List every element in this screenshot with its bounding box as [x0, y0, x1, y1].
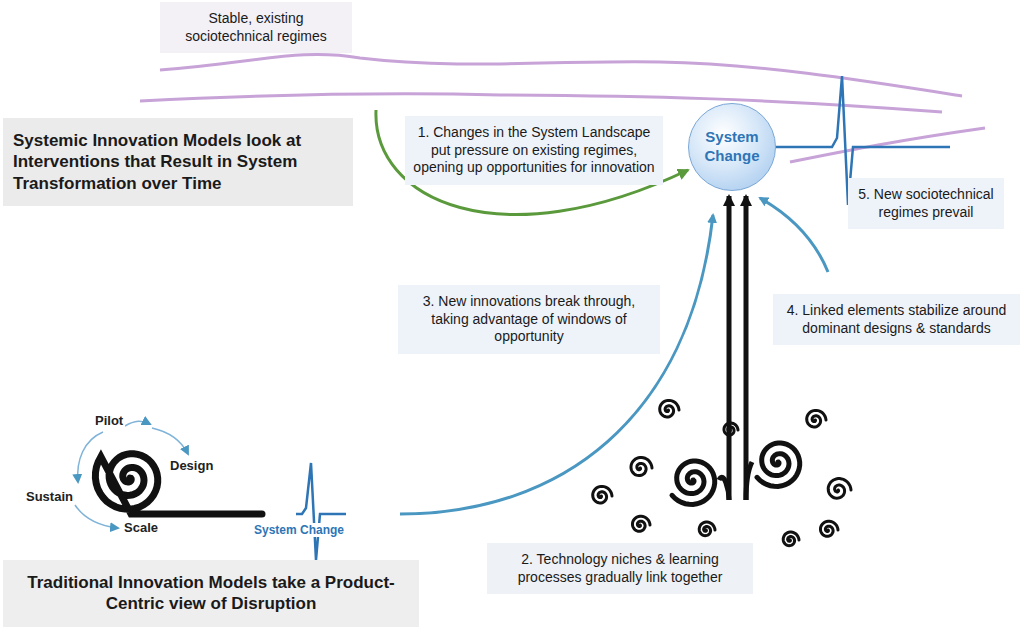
niche-spiral: [828, 479, 851, 499]
niche-spiral: [631, 458, 652, 476]
cycle-arrow: [75, 505, 118, 528]
niche-spiral: [593, 486, 612, 503]
niche-spiral: [672, 461, 715, 504]
step-box: 1. Changes in the System Landscape put p…: [405, 116, 663, 185]
cycle-label: Scale: [122, 520, 160, 535]
box-text: Traditional Innovation Models take a Pro…: [13, 572, 409, 615]
signal-label: System Change: [252, 523, 346, 537]
box-text: Systemic Innovation Models look at Inter…: [13, 130, 343, 194]
niche-spiral: [783, 532, 799, 546]
box-text: 2. Technology niches & learning processe…: [495, 551, 745, 586]
niche-spiral: [821, 521, 839, 536]
step-box: 3. New innovations break through, taking…: [398, 285, 660, 354]
heading-box: Systemic Innovation Models look at Inter…: [3, 118, 353, 206]
cycle-label: Design: [168, 458, 215, 473]
box-text: Stable, existing sociotechnical regimes: [168, 10, 344, 45]
circle-label: System Change: [693, 128, 771, 166]
cycle-arrow: [78, 432, 103, 482]
niche-spiral: [660, 400, 679, 417]
niche-spiral: [699, 522, 715, 536]
heading-box: Traditional Innovation Models take a Pro…: [3, 560, 419, 627]
regime-line: [140, 94, 942, 112]
step-box: 5. New sociotechnical regimes prevail: [848, 178, 1004, 229]
niche-spiral: [746, 462, 752, 500]
niche-spiral: [633, 516, 651, 531]
niche-arrow: [727, 196, 732, 500]
cycle-label: Sustain: [24, 489, 75, 504]
step-box: 2. Technology niches & learning processe…: [487, 543, 753, 594]
niche-spiral: [807, 410, 826, 427]
stabilize-arrow: [760, 198, 828, 272]
landscape-arrow: [376, 110, 688, 215]
regime-line: [790, 128, 985, 162]
box-text: 1. Changes in the System Landscape put p…: [413, 124, 655, 177]
cycle-label: Pilot: [93, 413, 125, 428]
regime-label-box: Stable, existing sociotechnical regimes: [160, 2, 352, 53]
niche-spiral: [95, 454, 262, 514]
cycle-arrow: [152, 428, 188, 454]
step-box: 4. Linked elements stabilize around domi…: [773, 294, 1020, 345]
breakthrough-arrow: [400, 215, 713, 514]
cycle-arrow: [125, 421, 150, 426]
niche-arrow: [744, 196, 749, 500]
system-change-circle: System Change: [688, 103, 776, 191]
niche-spiral: [757, 443, 800, 486]
box-text: 3. New innovations break through, taking…: [406, 293, 652, 346]
box-text: 5. New sociotechnical regimes prevail: [856, 186, 996, 221]
niche-spiral: [719, 477, 729, 500]
box-text: 4. Linked elements stabilize around domi…: [781, 302, 1012, 337]
niche-spiral: [724, 423, 738, 435]
